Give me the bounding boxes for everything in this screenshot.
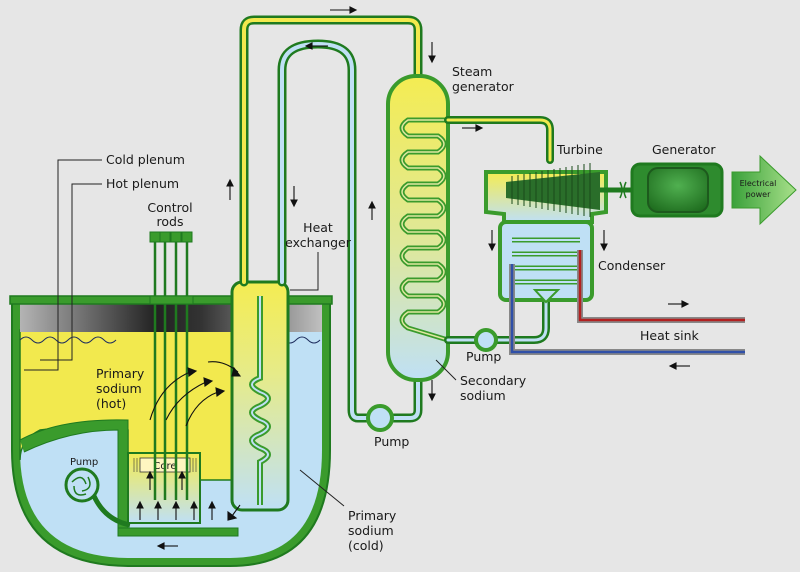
- turbine: [484, 163, 640, 224]
- electrical-power-arrow: Electrical power: [731, 154, 797, 226]
- primary-hot-label-2: sodium: [96, 381, 142, 396]
- steam-generator-label-2: generator: [452, 79, 515, 94]
- secondary-sodium-label-1: Secondary: [460, 373, 527, 388]
- primary-hot-label-3: (hot): [96, 396, 126, 411]
- cold-plenum-label: Cold plenum: [106, 152, 185, 167]
- condensate-pump: [474, 328, 498, 352]
- secondary-pump: [366, 404, 394, 432]
- heat-exchanger-label-2: exchanger: [285, 235, 352, 250]
- primary-cold-label-2: sodium: [348, 523, 394, 538]
- primary-cold-label-1: Primary: [348, 508, 397, 523]
- primary-pump-label: Pump: [70, 457, 98, 468]
- condenser: [498, 220, 594, 304]
- heat-sink-label: Heat sink: [640, 328, 700, 343]
- heat-exchanger: [230, 280, 290, 512]
- control-rods: [149, 231, 194, 500]
- condensate-pump-label: Pump: [466, 349, 501, 364]
- electrical-power-label-1: Electrical: [740, 179, 777, 188]
- heat-sink-pipes: [509, 250, 745, 355]
- steam-generator-label-1: Steam: [452, 64, 492, 79]
- control-rods-label-1: Control: [147, 200, 192, 215]
- labels: Cold plenum Hot plenum Control rods Heat…: [24, 64, 716, 553]
- feedwater-line: [444, 296, 550, 352]
- secondary-pump-label: Pump: [374, 434, 409, 449]
- steam-line: [444, 116, 554, 164]
- secondary-sodium-label-2: sodium: [460, 388, 506, 403]
- primary-cold-label-3: (cold): [348, 538, 384, 553]
- heat-exchanger-label-1: Heat: [303, 220, 333, 235]
- control-rods-label-2: rods: [157, 214, 184, 229]
- secondary-loop-pipes: [239, 15, 423, 432]
- turbine-label: Turbine: [556, 142, 603, 157]
- primary-pump: [64, 467, 131, 528]
- generator: [630, 162, 724, 218]
- primary-hot-label-1: Primary: [96, 366, 145, 381]
- hot-plenum-label: Hot plenum: [106, 176, 179, 191]
- condenser-label: Condenser: [598, 258, 666, 273]
- flow-arrows: [136, 6, 690, 550]
- electrical-power-label-2: power: [746, 190, 771, 199]
- generator-label: Generator: [652, 142, 716, 157]
- steam-generator: [386, 74, 450, 382]
